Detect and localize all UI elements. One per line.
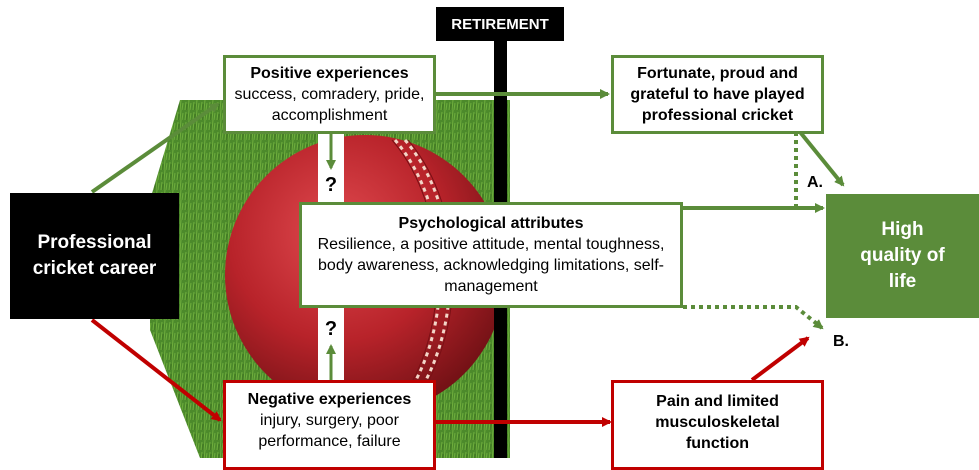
- psych-text: Resilience, a positive attitude, mental …: [317, 236, 665, 295]
- negative-title: Negative experiences: [247, 391, 412, 408]
- question-mark-top: ?: [324, 174, 338, 196]
- career-box: Professional cricket career: [10, 193, 179, 319]
- label-b: B.: [833, 333, 849, 350]
- arrow-pain-to-b: [750, 336, 810, 382]
- quality-label: High quality of life: [860, 219, 945, 292]
- arrow-career-to-negative: [90, 318, 222, 422]
- arrow-career-to-positive: [90, 102, 220, 194]
- psych-title: Psychological attributes: [398, 215, 584, 232]
- negative-experiences-box: Negative experiences injury, surgery, po…: [223, 380, 436, 470]
- positive-experiences-box: Positive experiences success, comradery,…: [223, 55, 436, 134]
- fortunate-text: Fortunate, proud and grateful to have pl…: [630, 65, 805, 124]
- retirement-header: RETIREMENT: [436, 7, 564, 41]
- positive-title: Positive experiences: [250, 65, 409, 82]
- career-label: Professional cricket career: [32, 232, 157, 279]
- pain-text: Pain and limited musculoskeletal functio…: [655, 393, 780, 452]
- negative-text: injury, surgery, poor performance, failu…: [258, 412, 401, 450]
- question-mark-bottom: ?: [324, 318, 338, 340]
- label-a: A.: [807, 174, 823, 191]
- arrow-fortunate-to-quality: [798, 130, 845, 187]
- fortunate-box: Fortunate, proud and grateful to have pl…: [611, 55, 824, 134]
- pain-box: Pain and limited musculoskeletal functio…: [611, 380, 824, 470]
- psychological-attributes-box: Psychological attributes Resilience, a p…: [299, 202, 683, 308]
- retirement-label: RETIREMENT: [451, 15, 549, 33]
- dotted-psych-to-b: [683, 305, 824, 330]
- positive-text: success, comradery, pride, accomplishmen…: [234, 86, 425, 124]
- quality-of-life-box: High quality of life: [826, 194, 979, 318]
